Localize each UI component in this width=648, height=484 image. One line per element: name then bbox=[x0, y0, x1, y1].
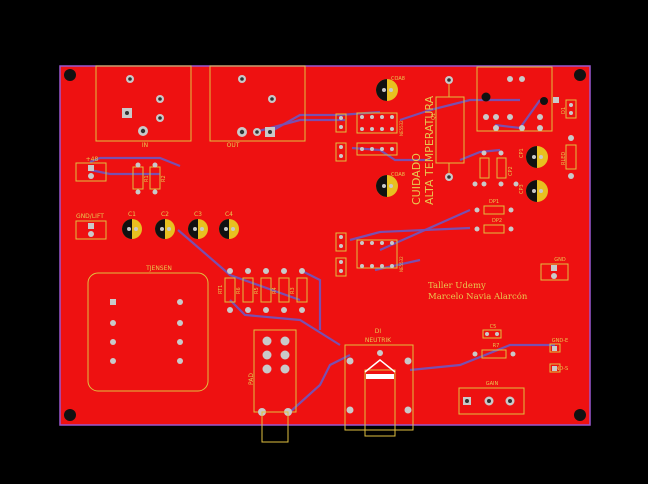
cp2-label: CP2 bbox=[508, 166, 514, 176]
dp1-label: DP1 bbox=[489, 199, 499, 205]
gnd-s-pad[interactable]: GND-S bbox=[549, 363, 568, 373]
mounting-holes bbox=[64, 69, 586, 421]
r3-label: R3 bbox=[290, 287, 296, 294]
r6-label: R6 bbox=[236, 287, 242, 294]
gnd-e-pad[interactable]: GND-E bbox=[549, 338, 568, 353]
r2-label: R2 bbox=[161, 175, 167, 182]
r7-resistor: R7 bbox=[472, 343, 516, 359]
tjensen-transformer[interactable]: TJENSEN bbox=[87, 265, 209, 392]
pad-label: PAD bbox=[248, 373, 255, 385]
r7-label: R7 bbox=[493, 343, 500, 349]
cp1-label: CP1 bbox=[519, 148, 525, 158]
q1-label: Q1 bbox=[431, 113, 437, 120]
coa8a-label: COA8 bbox=[391, 76, 405, 82]
resistor-array: RT1 R6 R5 R4 R3 bbox=[218, 268, 308, 313]
capacitors-c1-c4: C1 C2 C3 C4 bbox=[122, 211, 239, 239]
out-connector[interactable]: OUT bbox=[209, 65, 306, 149]
d1-label: D1 bbox=[561, 107, 567, 114]
tjensen-label: TJENSEN bbox=[145, 265, 172, 272]
taller-label: Taller Udemy bbox=[428, 281, 486, 291]
di-label: DI bbox=[375, 328, 382, 335]
gain-potentiometer[interactable]: GAIN bbox=[458, 381, 525, 415]
traces bbox=[89, 98, 555, 413]
alta-temp-label: ALTA TEMPERATURA bbox=[423, 95, 436, 205]
dp2-label: DP2 bbox=[492, 218, 502, 224]
gain-label: GAIN bbox=[486, 381, 499, 387]
d1-led: D1 bbox=[561, 99, 577, 119]
r4-label: R4 bbox=[272, 287, 278, 294]
q-resistors bbox=[472, 150, 519, 187]
r1-r2-resistors: R1 R2 bbox=[132, 162, 167, 195]
cuidado-label: CUIDADO bbox=[410, 153, 423, 205]
u2-label: NE5532 bbox=[399, 256, 404, 272]
regulator-block bbox=[476, 66, 559, 132]
autor-label: Marcelo Navia Alarcón bbox=[428, 291, 528, 302]
ic-u1: NE5532 bbox=[335, 112, 404, 162]
in-connector[interactable]: IN bbox=[95, 65, 192, 149]
c2-label: C2 bbox=[161, 211, 169, 218]
gnd-label: GND bbox=[554, 257, 566, 263]
gnd-header[interactable]: GND bbox=[540, 257, 569, 281]
credits: Taller Udemy Marcelo Navia Alarcón bbox=[428, 281, 528, 302]
warning-text: CUIDADO ALTA TEMPERATURA bbox=[410, 95, 436, 205]
out-label: OUT bbox=[227, 142, 240, 149]
p48-header[interactable]: +48 bbox=[75, 156, 107, 182]
in-label: IN bbox=[142, 142, 148, 149]
dp-diodes: DP1 DP2 bbox=[474, 199, 514, 234]
gnd-e-label: GND-E bbox=[552, 338, 568, 344]
di-neutrik-jack[interactable]: DI NEUTRIK bbox=[344, 328, 414, 437]
rled-resistor: RLED bbox=[561, 135, 577, 179]
c4-label: C4 bbox=[225, 211, 233, 218]
c5-capacitor: C5 bbox=[482, 324, 502, 339]
c1-label: C1 bbox=[128, 211, 136, 218]
u1-label: NE5532 bbox=[399, 120, 404, 136]
ic-u2: NE5532 bbox=[335, 232, 404, 277]
cp3-label: CP3 bbox=[519, 184, 525, 194]
coa8-capacitors: COA8 COA8 bbox=[376, 76, 405, 197]
gnd-lift-label: GND/LIFT bbox=[76, 213, 104, 220]
c3-label: C3 bbox=[194, 211, 202, 218]
cp-capacitors: CP1 CP3 CP2 bbox=[508, 146, 548, 202]
c5-label: C5 bbox=[490, 324, 497, 330]
q1-component: Q1 bbox=[431, 76, 465, 181]
gnd-lift-header[interactable]: GND/LIFT bbox=[75, 213, 107, 240]
p48-label: +48 bbox=[86, 156, 99, 163]
coa8b-label: COA8 bbox=[391, 172, 405, 178]
pad-switch[interactable]: PAD bbox=[248, 329, 297, 443]
rt1-label: RT1 bbox=[218, 285, 224, 294]
neutrik-label: NEUTRIK bbox=[365, 337, 392, 344]
r5-label: R5 bbox=[254, 287, 260, 294]
rled-label: RLED bbox=[561, 152, 567, 165]
r1-label: R1 bbox=[144, 175, 150, 182]
